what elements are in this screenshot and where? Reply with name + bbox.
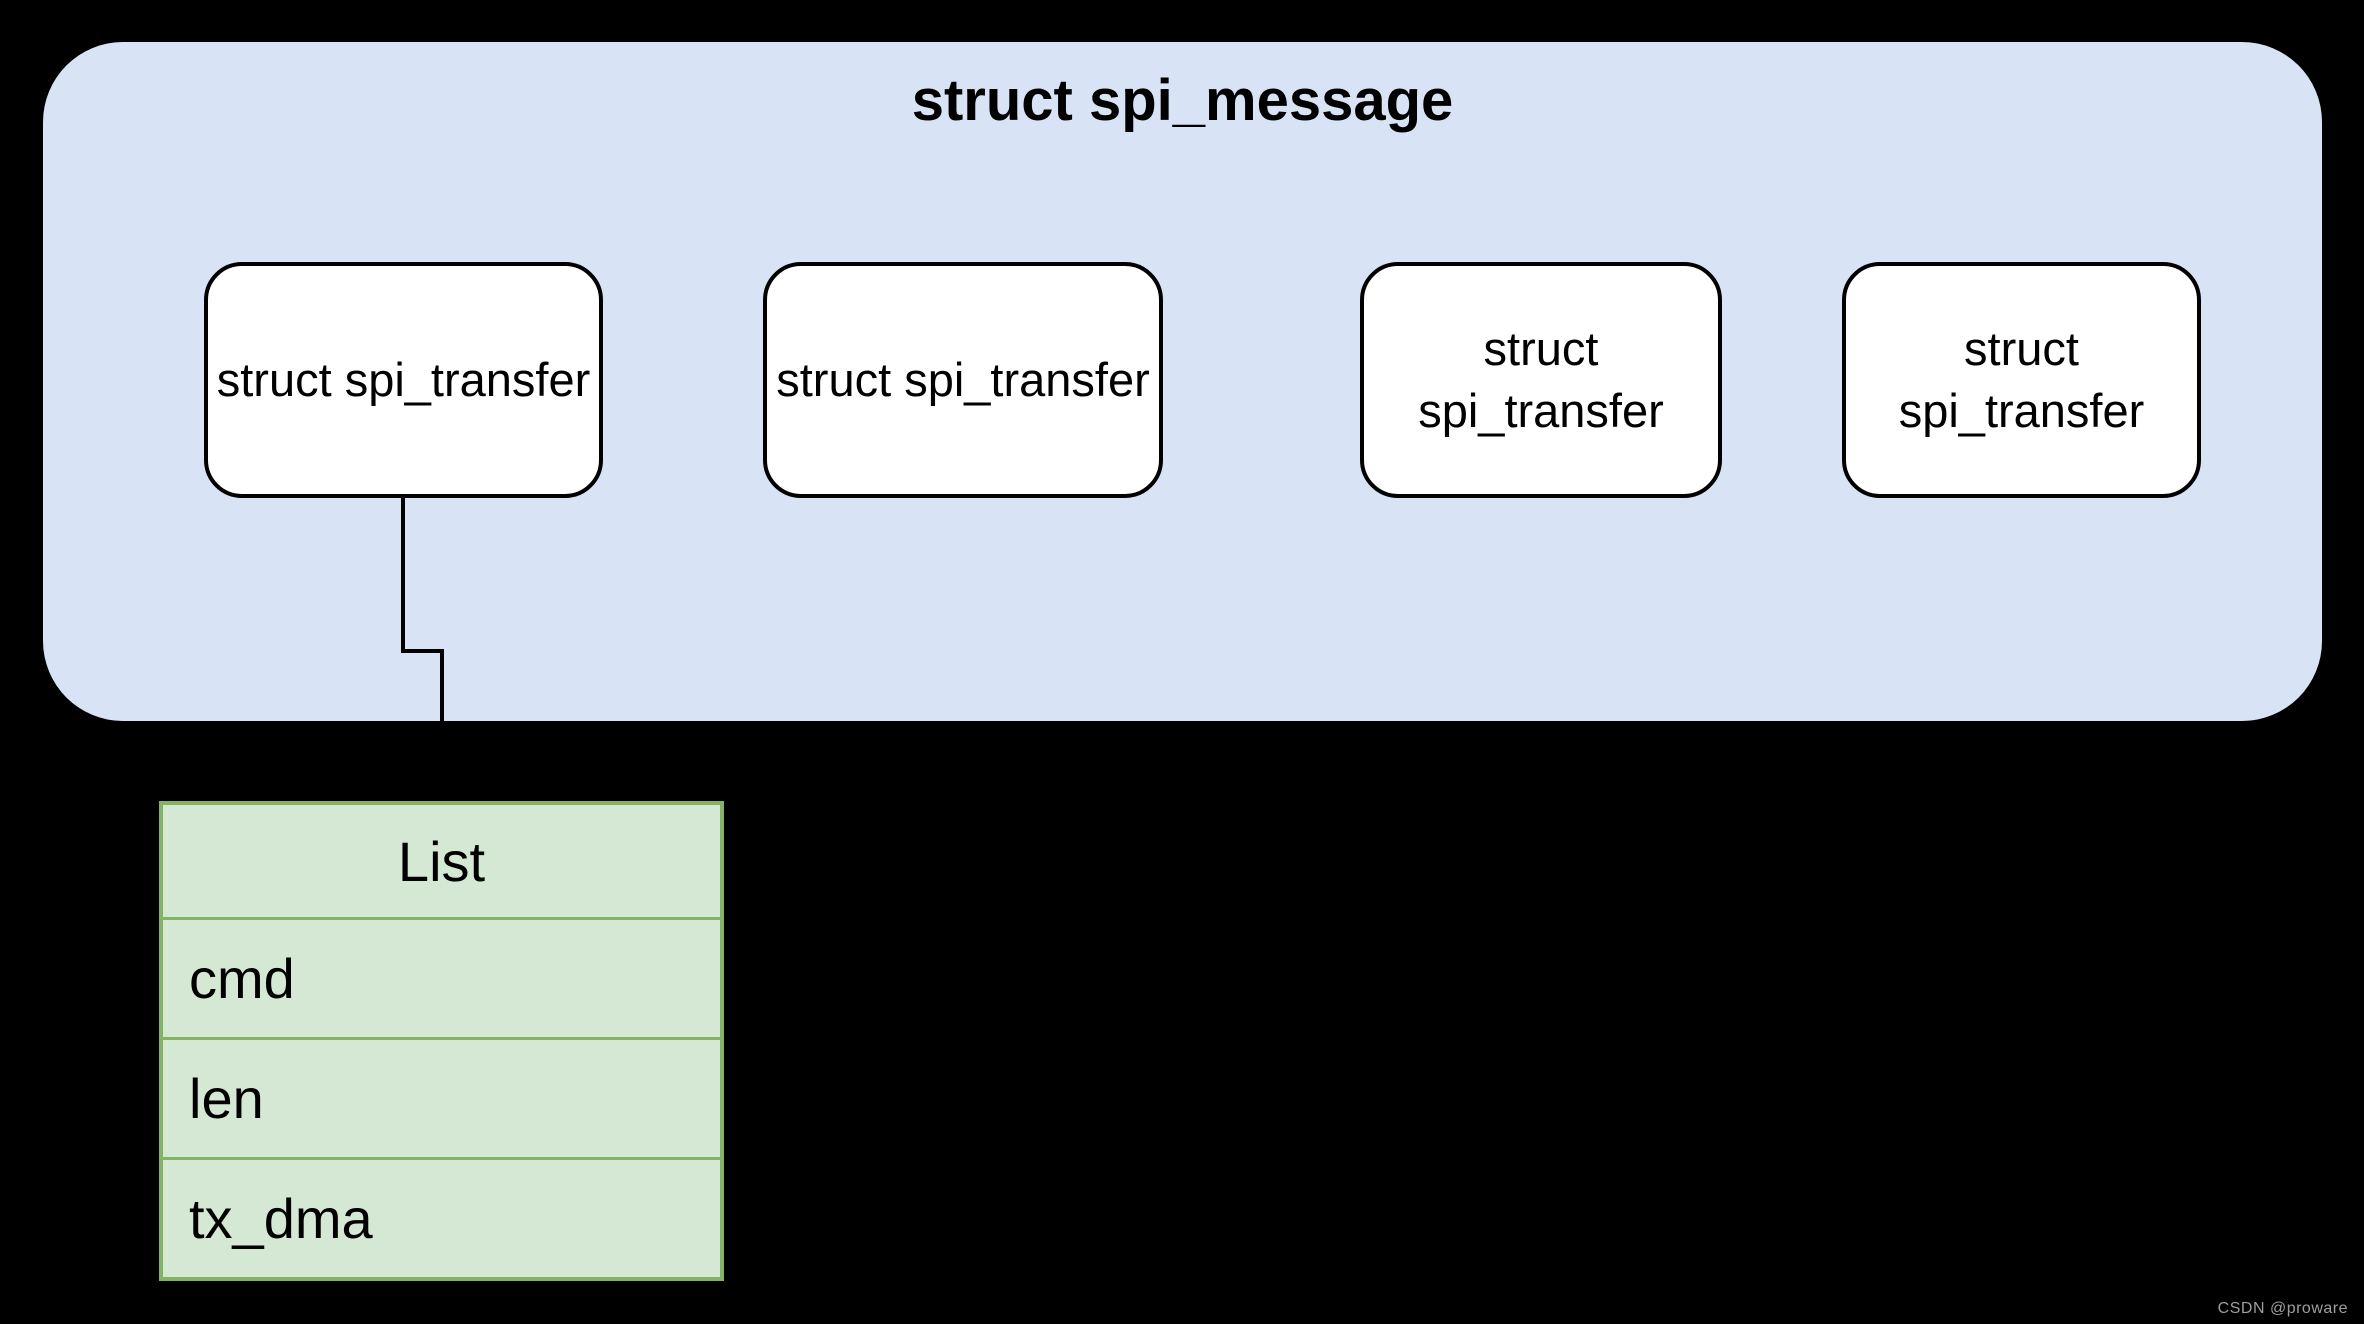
spi-message-container: struct spi_message struct spi_transfer s… — [43, 42, 2322, 721]
watermark: CSDN @proware — [2217, 1300, 2348, 1317]
list-table: List cmd len tx_dma — [159, 801, 724, 1281]
spi-transfer-box-3: struct spi_transfer — [1360, 262, 1722, 498]
list-table-field-cmd: cmd — [163, 917, 720, 1037]
list-table-field-tx-dma: tx_dma — [163, 1157, 720, 1277]
diagram-title: struct spi_message — [911, 68, 1454, 133]
spi-transfer-box-4: struct spi_transfer — [1842, 262, 2201, 498]
spi-transfer-box-1: struct spi_transfer — [204, 262, 603, 498]
spi-transfer-box-2: struct spi_transfer — [763, 262, 1163, 498]
list-table-header: List — [397, 829, 486, 893]
list-table-field-len: len — [163, 1037, 720, 1157]
